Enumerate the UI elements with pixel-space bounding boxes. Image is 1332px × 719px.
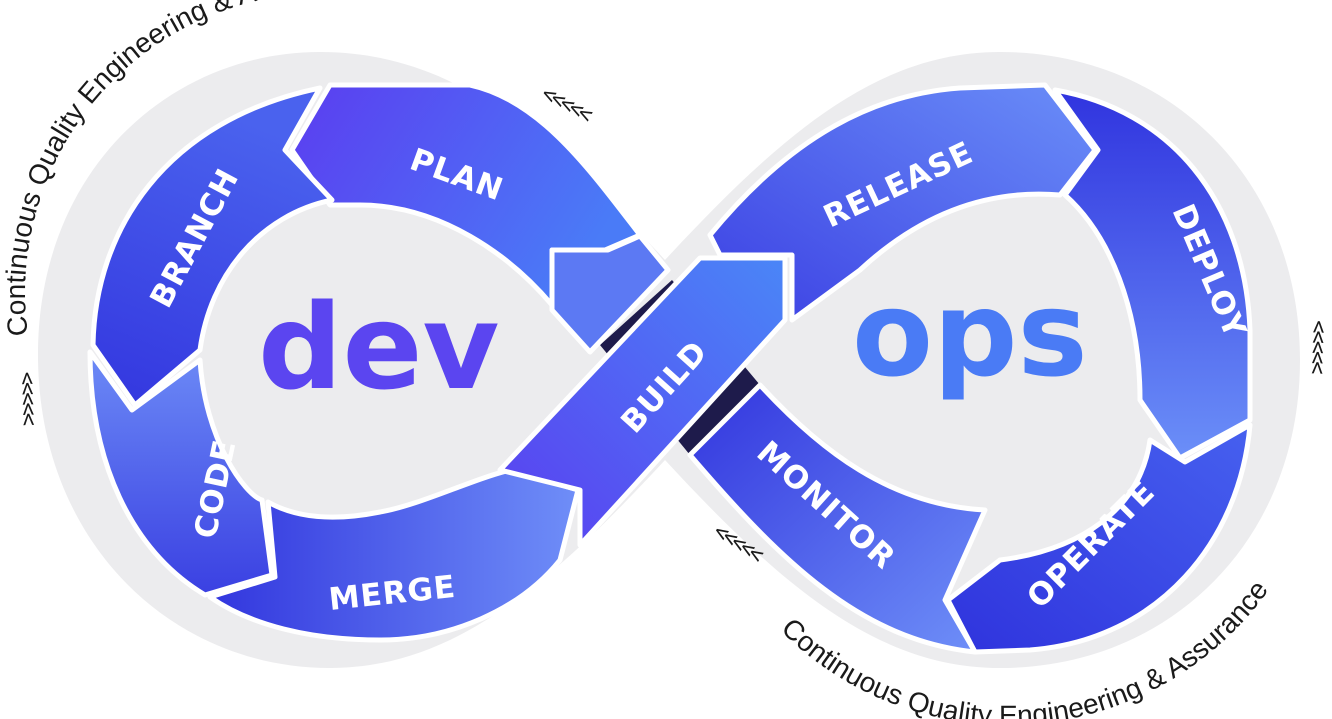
left-loop-hole	[200, 200, 600, 512]
segment-release	[707, 82, 1098, 323]
ops-word: ops	[852, 265, 1088, 403]
segment-branch	[90, 85, 335, 408]
segment-build	[497, 255, 788, 548]
segment-code	[87, 349, 275, 598]
dev-word: dev	[258, 278, 499, 416]
segment-merge	[207, 467, 581, 643]
segment-monitor	[687, 382, 988, 655]
chevrons-top: <<<<<	[537, 81, 596, 128]
build-notch	[549, 233, 671, 355]
chevrons-right: <<<<<	[1304, 320, 1331, 375]
chevrons-left: <<<<<	[14, 371, 41, 426]
segment-deploy	[1052, 87, 1253, 461]
segment-operate	[945, 422, 1253, 655]
